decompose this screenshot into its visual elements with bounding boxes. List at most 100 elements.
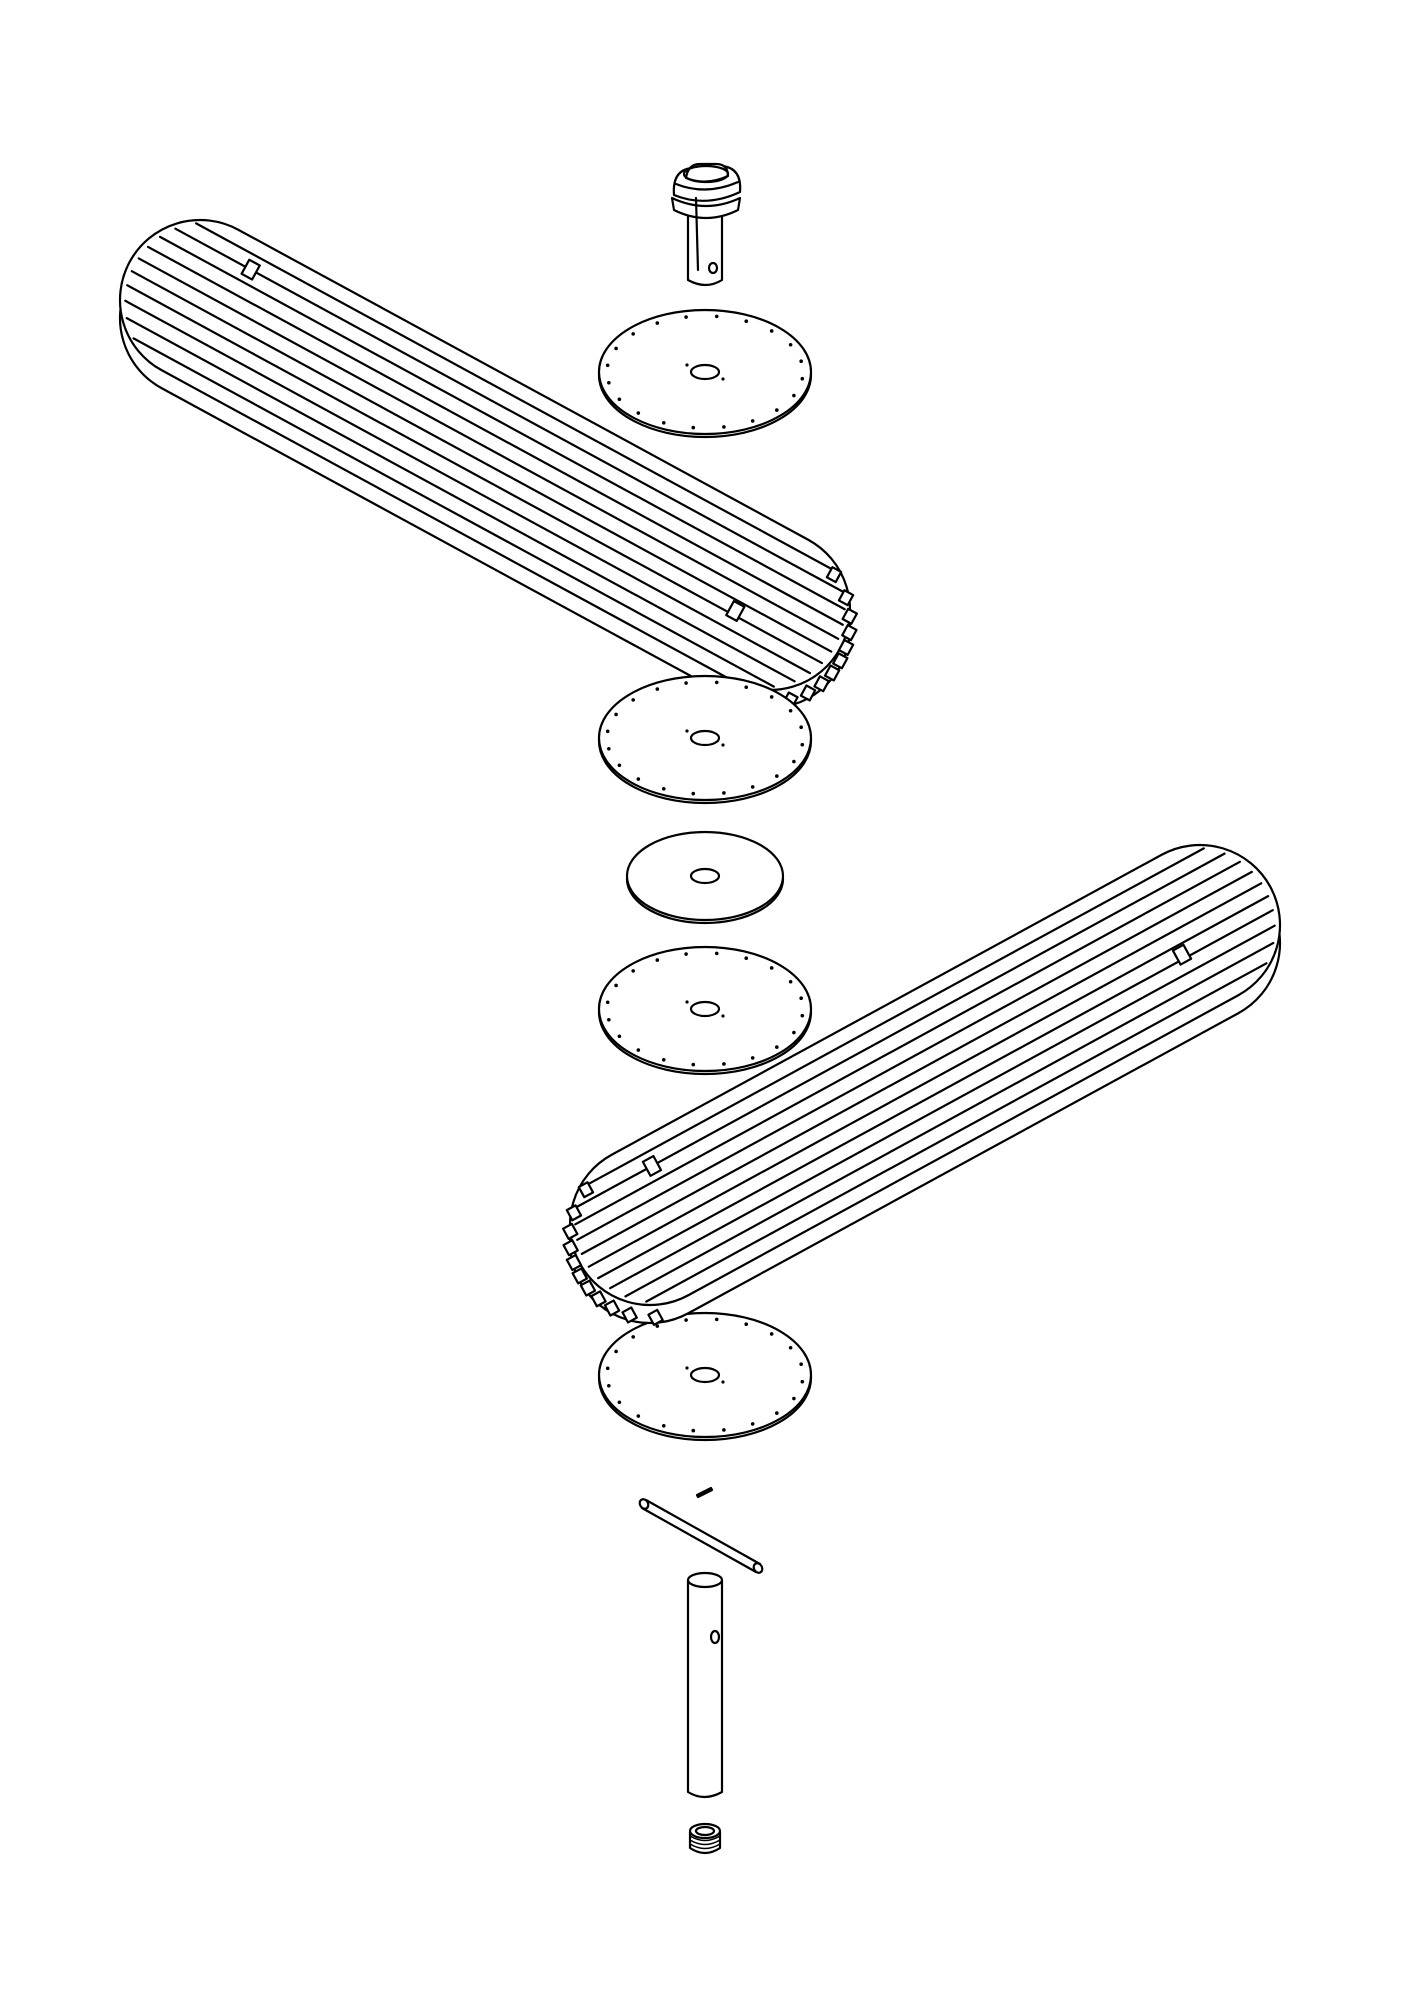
slat-end <box>577 1181 595 1199</box>
slat-groove <box>597 909 1274 1280</box>
bolt-hole <box>617 397 622 402</box>
bolt-hole <box>614 1349 618 1354</box>
bolt-hole <box>792 1030 796 1035</box>
slat-end <box>565 1204 583 1222</box>
tray-board <box>561 843 1282 1326</box>
slat-end <box>837 589 855 607</box>
bolt-hole <box>685 729 689 733</box>
slat-groove <box>132 337 775 688</box>
perforated-disc-2 <box>597 674 813 805</box>
slat-end <box>647 1308 664 1326</box>
slat-end <box>603 1299 621 1317</box>
slat-groove <box>137 257 840 640</box>
bolt-hole <box>744 956 749 960</box>
bolt-hole <box>714 1317 719 1322</box>
bolt-hole <box>636 1414 641 1418</box>
tray-board <box>118 218 859 711</box>
bolt-hole <box>714 314 719 319</box>
slat-groove <box>125 317 796 683</box>
bolt-hole <box>661 787 666 791</box>
tray-top-surface <box>568 843 1282 1307</box>
center-hole <box>689 867 721 885</box>
bolt-hole <box>788 708 793 713</box>
center-hole <box>689 1366 721 1384</box>
bolt-hole <box>775 408 779 412</box>
slat-groove <box>576 870 1253 1241</box>
bolt-hole <box>775 774 779 778</box>
bolt-hole <box>714 680 719 685</box>
tray-notches <box>240 258 746 622</box>
slat-end <box>565 1253 583 1272</box>
bolt-hole <box>792 393 796 398</box>
bolt-hole <box>631 969 635 973</box>
bolt-hole <box>800 1379 805 1384</box>
bolt-hole <box>684 1318 688 1322</box>
bolt-hole <box>631 698 635 702</box>
bolt-hole <box>661 1424 666 1428</box>
perforated-disc-4 <box>597 1311 813 1442</box>
slat-groove <box>580 882 1263 1255</box>
bolt-hole <box>800 1013 805 1018</box>
bolt-hole <box>636 777 641 781</box>
slatted-tray-top <box>118 218 859 711</box>
bolt-hole <box>769 1332 774 1336</box>
slat-groove <box>575 852 1226 1209</box>
bolt-hole <box>685 363 689 367</box>
bolt-hole <box>788 1345 793 1350</box>
bolt-hole <box>617 763 622 768</box>
bolt-hole <box>607 381 611 385</box>
bolt-hole <box>684 681 688 685</box>
slat-end <box>579 1279 597 1297</box>
bolt-hole <box>722 791 726 795</box>
slat-groove <box>158 235 846 611</box>
bolt-hole <box>684 952 688 956</box>
bolt-hole <box>714 951 719 956</box>
slat-end <box>571 1267 589 1285</box>
bolt-hole <box>799 725 803 729</box>
bolt-hole <box>631 1335 635 1339</box>
bolt-hole <box>750 1422 755 1426</box>
center-hole <box>689 1000 721 1018</box>
bolt-hole <box>722 1428 726 1432</box>
bolt-hole <box>750 785 755 789</box>
bolt-hole <box>744 1322 749 1326</box>
slat-groove <box>174 227 845 593</box>
post-tube <box>686 1571 724 1799</box>
slat-groove <box>574 860 1241 1226</box>
bolt-hole <box>614 712 618 717</box>
bolt-hole <box>750 1056 755 1060</box>
bolt-hole <box>685 1366 689 1370</box>
bolt-hole <box>799 996 803 1000</box>
bolt-hole <box>655 321 660 325</box>
disc-stack <box>597 308 813 1442</box>
bolt-hole <box>721 377 725 381</box>
bolt-hole <box>607 747 611 751</box>
slat-end <box>825 566 843 584</box>
bolt-hole <box>655 1324 660 1328</box>
bolt-hole <box>607 1018 611 1022</box>
bolt-hole <box>775 1411 779 1415</box>
slat-groove <box>195 222 838 573</box>
bolt-hole <box>744 685 749 689</box>
slat-groove <box>645 962 1268 1303</box>
bolt-hole <box>722 1062 726 1066</box>
bolt-hole <box>691 791 696 796</box>
bolt-hole <box>605 1000 610 1005</box>
slat-end <box>837 638 855 656</box>
bolt-hole <box>636 411 641 415</box>
bolt-hole <box>769 695 774 699</box>
slatted-tray-bottom <box>561 843 1282 1326</box>
bolt-hole <box>799 1362 803 1366</box>
slat-groove <box>124 299 812 675</box>
bolt-hole <box>799 359 803 363</box>
bolt-hole <box>792 759 796 764</box>
bolt-hole <box>788 342 793 347</box>
slot-notch <box>725 600 746 622</box>
bolt-hole <box>800 376 805 381</box>
bolt-hole <box>614 346 618 351</box>
slat-groove <box>609 924 1276 1290</box>
handle-knob <box>670 162 742 287</box>
bolt-hole <box>655 687 660 691</box>
perforated-disc-1 <box>597 308 813 439</box>
